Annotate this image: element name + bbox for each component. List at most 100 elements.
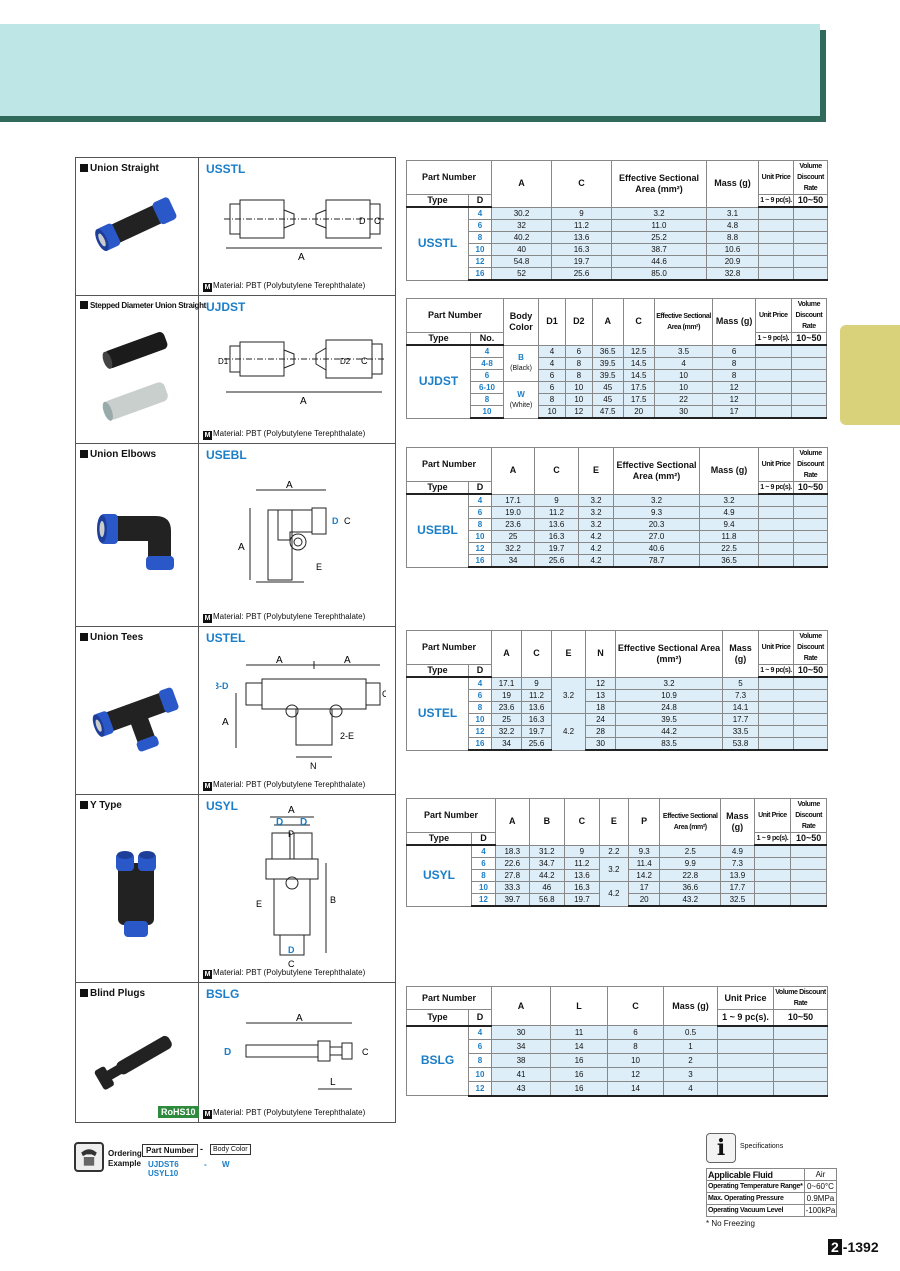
product-name: Y Type xyxy=(90,800,122,811)
dim-a-label: A xyxy=(288,805,295,816)
dim-d2-label: D2 xyxy=(340,357,351,366)
stepped-union-drawing: D1 D2 C A xyxy=(218,339,386,406)
product-code: BSLG xyxy=(206,987,240,1001)
blind-plug-photo xyxy=(94,1035,172,1090)
material-text: Material: PBT (Polybutylene Terephthalat… xyxy=(213,612,366,621)
product-name: Stepped Diameter Union Straight xyxy=(90,301,207,310)
example-code-1: UJDST6 xyxy=(148,1160,179,1169)
stepped-union-photo xyxy=(102,332,168,421)
dim-d-label: D xyxy=(332,516,339,526)
dim-b-label: B xyxy=(330,895,336,905)
specifications-title: Specifications xyxy=(740,1143,784,1150)
dim-c-label: C xyxy=(361,356,368,366)
union-elbow-drawing: A D C A E xyxy=(238,480,351,583)
body-color-black: B(Black) xyxy=(502,344,540,382)
product-name: Union Elbows xyxy=(90,449,157,460)
dim-a-label: A xyxy=(276,655,283,666)
material-text: Material: PBT (Polybutylene Terephthalat… xyxy=(213,1108,366,1117)
blind-plug-drawing: A D C L xyxy=(224,1013,369,1090)
product-code: USTEL xyxy=(206,631,246,645)
body-color-white: W(White) xyxy=(502,381,540,419)
product-name: Union Tees xyxy=(90,632,144,643)
product-code: USYL xyxy=(206,799,239,813)
material-text: Material: PBT (Polybutylene Terephthalat… xyxy=(213,780,366,789)
dim-c-label: C xyxy=(382,689,386,699)
dim-n-label: N xyxy=(310,761,317,771)
dim-a2-label: A xyxy=(238,542,245,553)
product-name: Blind Plugs xyxy=(90,988,145,999)
product-code: USSTL xyxy=(206,162,246,176)
header-banner xyxy=(0,24,826,122)
dim-d-label: D xyxy=(276,817,283,828)
dim-c-label: C xyxy=(374,216,381,226)
dim-d1-label: D1 xyxy=(218,357,229,366)
example-color-1: W xyxy=(222,1160,230,1169)
product-panel-ujdst: Stepped Diameter Union Straight UJDST D1… xyxy=(75,296,396,444)
ordering-example: Ordering Example Part Number - Body Colo… xyxy=(74,1138,294,1178)
dim-c-label: C xyxy=(288,959,295,968)
dim-a2-label: A xyxy=(344,655,351,666)
union-elbow-photo xyxy=(97,514,174,570)
material-text: Material: PBT (Polybutylene Terephthalat… xyxy=(213,968,366,977)
union-tee-drawing: A A 3-D C A 2-E N xyxy=(216,655,386,771)
dim-e-label: E xyxy=(316,562,322,572)
product-code: UJDST xyxy=(206,300,246,314)
product-name: Union Straight xyxy=(90,163,159,174)
ordering-label: Ordering Example xyxy=(108,1149,142,1168)
union-straight-drawing: A D C xyxy=(224,199,386,263)
page-number: 2-1392 xyxy=(828,1239,879,1255)
dim-a-label: A xyxy=(286,480,293,491)
part-number-box: Part Number xyxy=(142,1144,199,1157)
info-icon: i xyxy=(706,1133,736,1163)
dim-l-label: L xyxy=(330,1077,336,1088)
dim-3d-label: 3-D xyxy=(216,681,229,691)
dim-a-label: A xyxy=(296,1013,303,1024)
example-code-2: USYL10 xyxy=(148,1169,179,1178)
dim-d3-label: D xyxy=(288,945,295,955)
y-type-photo xyxy=(116,851,156,937)
dim-c-label: C xyxy=(344,516,351,526)
union-straight-photo xyxy=(95,197,177,252)
body-color-box: Body Color xyxy=(210,1144,251,1155)
rohs-badge: RoHS10 xyxy=(158,1106,199,1118)
dim-a-label: A xyxy=(300,396,307,406)
dim-2e-label: 2-E xyxy=(340,731,354,741)
union-tee-photo xyxy=(92,687,179,752)
